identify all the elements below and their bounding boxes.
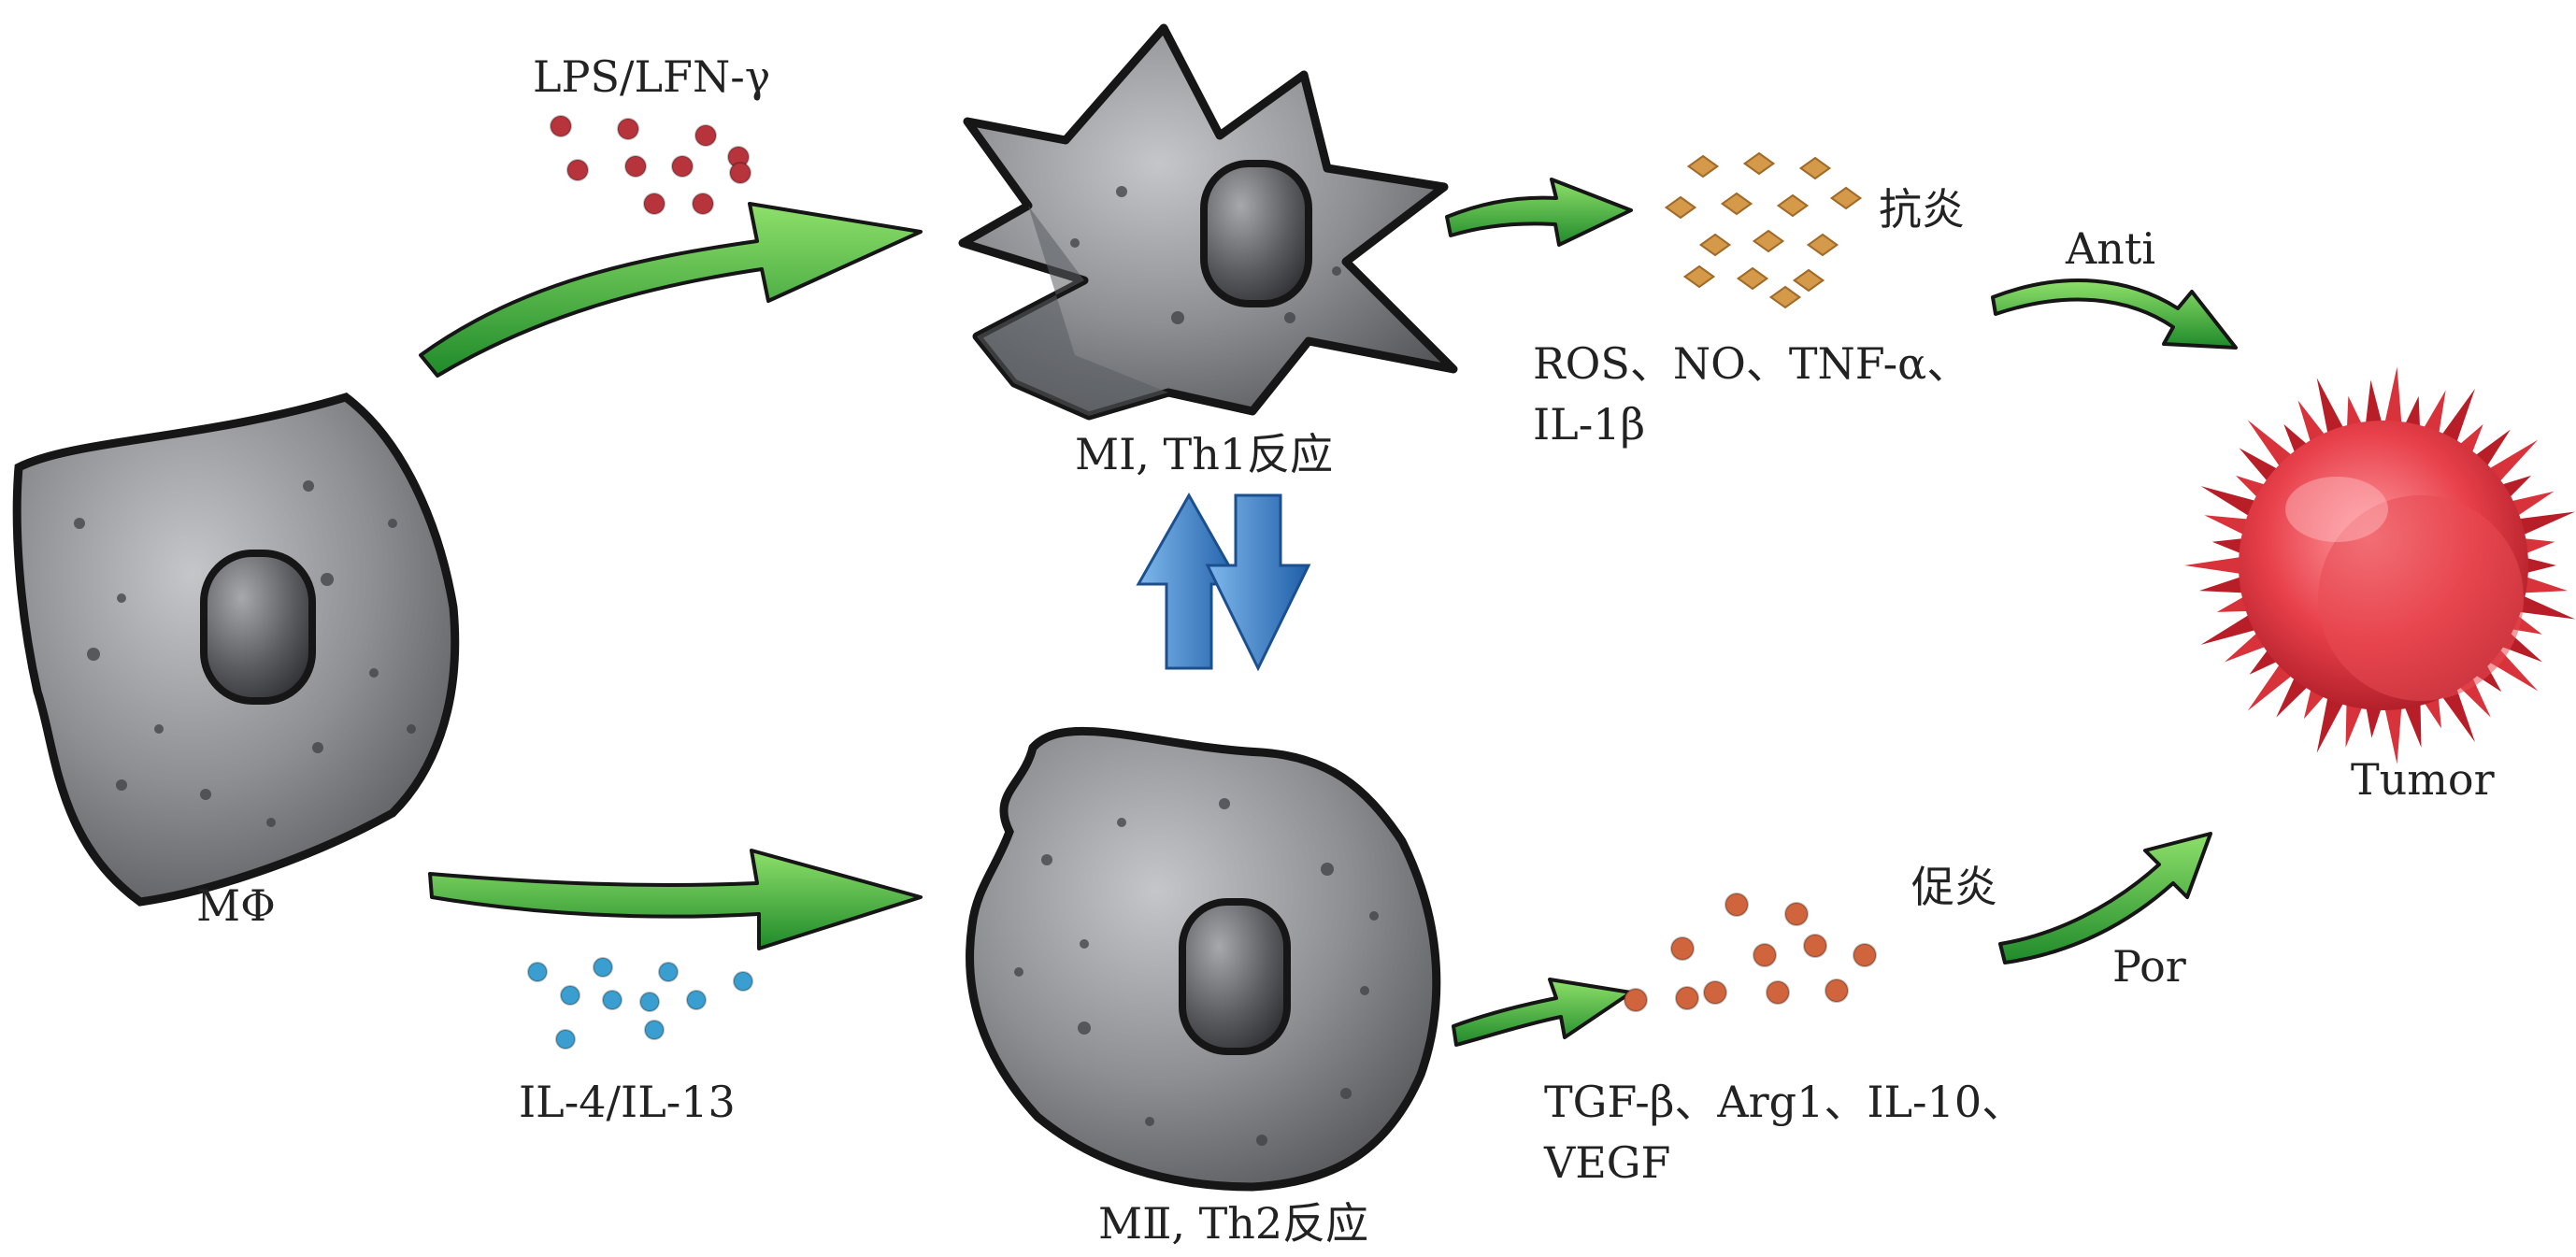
arrow-m0-to-m2 [428, 849, 923, 950]
factor-particle [1798, 156, 1832, 180]
blue-particle [686, 990, 707, 1010]
m2-factors-line1: TGF-β、Arg1、IL-10、 [1544, 1077, 2025, 1127]
factor-particle [1664, 195, 1697, 220]
factor-particle [1742, 151, 1776, 176]
factor-particle [1803, 934, 1827, 958]
factor-particle [1766, 980, 1790, 1005]
tumor-spike [2437, 388, 2475, 450]
tumor-spike [2511, 593, 2576, 620]
red-particle [671, 155, 694, 178]
red-particle [694, 124, 717, 147]
factor-particle [1784, 902, 1809, 926]
factor-particle [1736, 266, 1769, 291]
red-particle [692, 193, 714, 215]
factor-particle [1698, 233, 1732, 257]
m0-cell-label: MΦ [196, 880, 276, 931]
red-particle [729, 162, 751, 184]
m2-secreted-factor-particles [1624, 893, 1877, 1012]
m1-macrophage-icon [958, 23, 1458, 421]
tumor-spike [2316, 378, 2348, 442]
tumor-spike [2515, 574, 2569, 593]
tumor-spike [2383, 699, 2402, 764]
m1-effect-label: 抗炎 [1879, 184, 1965, 235]
red-particle [624, 155, 647, 178]
factor-particle [1752, 229, 1785, 253]
factor-particle [1753, 943, 1777, 967]
factor-particle [1768, 285, 1802, 309]
blue-particle [644, 1020, 665, 1040]
factor-particle [1776, 193, 1810, 218]
factor-particle [1853, 943, 1877, 967]
arrow-down [1205, 493, 1311, 672]
factor-particle [1724, 893, 1749, 917]
red-particle [617, 118, 639, 140]
blue-particle [658, 962, 679, 982]
arrow-m0-to-m1 [419, 202, 923, 378]
blue-particle [560, 985, 580, 1006]
factor-particle [1829, 186, 1863, 210]
lps-ifn-gamma-particles [550, 115, 751, 215]
m2-cell-label: MⅡ, Th2反应 [1098, 1198, 1368, 1249]
blue-particle [733, 971, 753, 992]
arrow-m2-to-factors [1452, 978, 1633, 1047]
m2-stimulus-label: IL-4/IL-13 [519, 1077, 736, 1127]
anti-arrow [1991, 279, 2238, 350]
blue-particle [602, 990, 623, 1010]
blue-particle [639, 992, 660, 1012]
red-particle [550, 115, 572, 137]
tumor-spike [2401, 695, 2422, 748]
factor-particle [1825, 978, 1849, 1003]
tumor-spike [2184, 555, 2249, 576]
tumor-spike [2316, 689, 2348, 753]
factor-particle [1792, 268, 1825, 293]
m1-stimulus-label: LPS/LFN-γ [533, 51, 770, 102]
m1-secreted-factor-particles [1664, 151, 1863, 309]
blue-particle [593, 957, 613, 978]
anti-label: Anti [2065, 223, 2155, 274]
por-label: Por [2112, 941, 2186, 992]
arrow-up [1136, 492, 1242, 670]
m2-factors-line2: VEGF [1543, 1137, 1670, 1188]
factor-particle [1670, 936, 1695, 961]
blue-particle [555, 1029, 576, 1050]
arrow-m1-to-factors [1445, 178, 1633, 247]
m1-factors-line1: ROS、NO、TNF-α、 [1533, 338, 1969, 389]
tumor-spike [2383, 366, 2402, 432]
factor-particle [1624, 988, 1648, 1012]
m2-macrophage-icon [966, 726, 1441, 1192]
factor-particle [1686, 154, 1720, 179]
tumor-spike [2345, 695, 2366, 748]
tumor-spike [2198, 574, 2252, 593]
factor-particle [1806, 233, 1839, 257]
factor-particle [1682, 264, 1716, 289]
red-particle [643, 193, 665, 215]
polarization-switch-icon [1136, 492, 1311, 672]
por-arrow [1998, 832, 2212, 964]
tumor-icon [2184, 366, 2576, 764]
factor-particle [1720, 192, 1753, 216]
factor-particle [1675, 986, 1699, 1010]
tumor-label: Tumor [2351, 754, 2495, 805]
m1-cell-label: MⅠ, Th1反应 [1075, 429, 1333, 479]
tumor-spike [2511, 511, 2576, 538]
factor-particle [1703, 980, 1727, 1005]
tumor-spike [2365, 379, 2384, 432]
red-particle [566, 159, 589, 181]
tumor-spike [2200, 486, 2264, 521]
m0-macrophage-icon [12, 393, 460, 907]
m1-factors-line2: IL-1β [1533, 399, 1645, 450]
il4-il13-particles [527, 957, 753, 1050]
m2-effect-label: 促炎 [1911, 862, 1997, 912]
tumor-spike [2200, 610, 2264, 645]
blue-particle [527, 962, 548, 982]
